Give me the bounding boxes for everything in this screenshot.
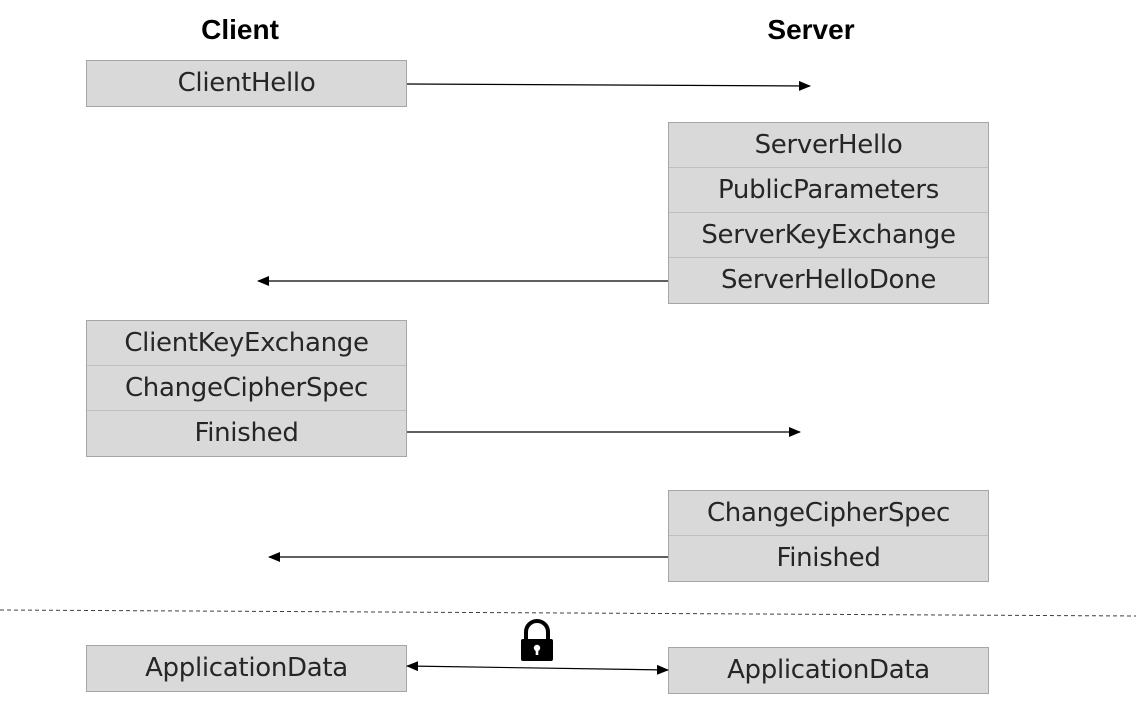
message-box: ApplicationData xyxy=(145,653,348,683)
message-box: ApplicationData xyxy=(727,655,930,685)
message-box: PublicParameters xyxy=(669,168,988,213)
message-box: Finished xyxy=(776,543,881,573)
client-header: Client xyxy=(201,14,279,45)
message-box: Finished xyxy=(194,418,299,448)
client-application-data: ApplicationData xyxy=(86,645,407,692)
message-box: ClientHello xyxy=(177,68,316,98)
message-box: ChangeCipherSpec xyxy=(87,366,406,411)
server-header: Server xyxy=(767,14,855,45)
client-key-exchange-group: ClientKeyExchange ChangeCipherSpec Finis… xyxy=(86,320,407,457)
message-box: ServerHello xyxy=(669,123,988,168)
message-box: ChangeCipherSpec xyxy=(669,491,988,536)
server-hello-group: ServerHello PublicParameters ServerKeyEx… xyxy=(668,122,989,304)
arrow-client-to-server xyxy=(406,80,811,91)
arrow-bidirectional xyxy=(406,661,669,675)
lock-icon xyxy=(521,619,553,661)
message-box: ServerHelloDone xyxy=(720,265,937,295)
message-box: ServerKeyExchange xyxy=(669,213,988,258)
client-hello-group: ClientHello xyxy=(86,60,407,107)
server-application-data: ApplicationData xyxy=(668,647,989,694)
message-box: ClientKeyExchange xyxy=(87,321,406,366)
server-finished-group: ChangeCipherSpec Finished xyxy=(668,490,989,582)
handshake-separator xyxy=(0,609,1136,617)
